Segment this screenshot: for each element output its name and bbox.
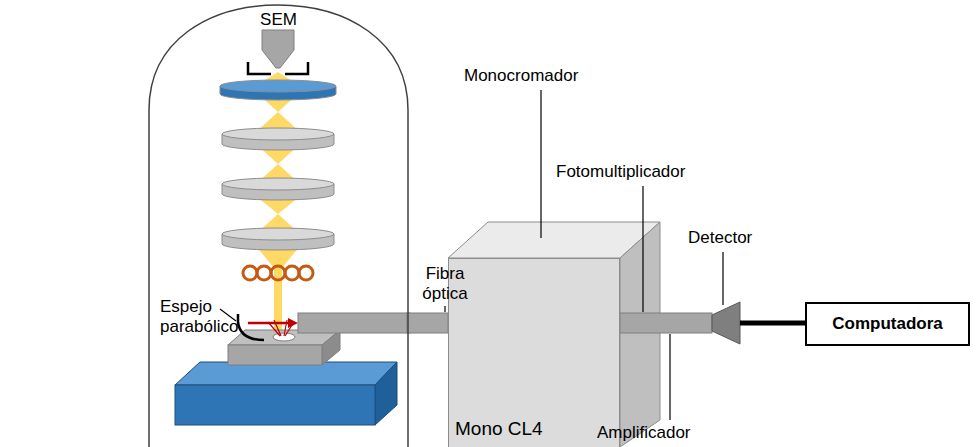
dome-outline [148, 4, 409, 447]
monochromator-box: Mono CL4 [448, 258, 620, 447]
monochromator-label: Monocromador [464, 66, 578, 86]
mirror-label: Espejo parabólico [160, 297, 255, 337]
detector-symbol [712, 302, 740, 344]
photomultiplier-label: Fotomultiplicador [556, 162, 685, 182]
detector-label: Detector [688, 228, 752, 248]
node-text: SEM [260, 10, 297, 30]
node-text: Computadora [832, 314, 943, 334]
light-arrow [248, 322, 290, 325]
fiber-label: Fibra óptica [415, 264, 475, 304]
cable [740, 321, 806, 326]
lens-discs [220, 80, 336, 250]
optical-fiber [298, 313, 410, 333]
monochromator-side [620, 222, 660, 447]
computer-box: Computadora [805, 302, 970, 346]
electron-gun [262, 30, 294, 68]
sem-chamber: SEM [148, 4, 409, 447]
sample-stage [175, 362, 397, 425]
parabolic-mirror [238, 314, 264, 340]
amplifier-label: Amplificador [597, 423, 691, 443]
node-text: Mono CL4 [455, 419, 613, 439]
photomultiplier-tube [620, 313, 712, 333]
optical-fiber-connector [407, 313, 448, 333]
electron-beam [256, 72, 300, 334]
scan-coils [243, 266, 313, 280]
light-arrowhead [288, 318, 298, 328]
